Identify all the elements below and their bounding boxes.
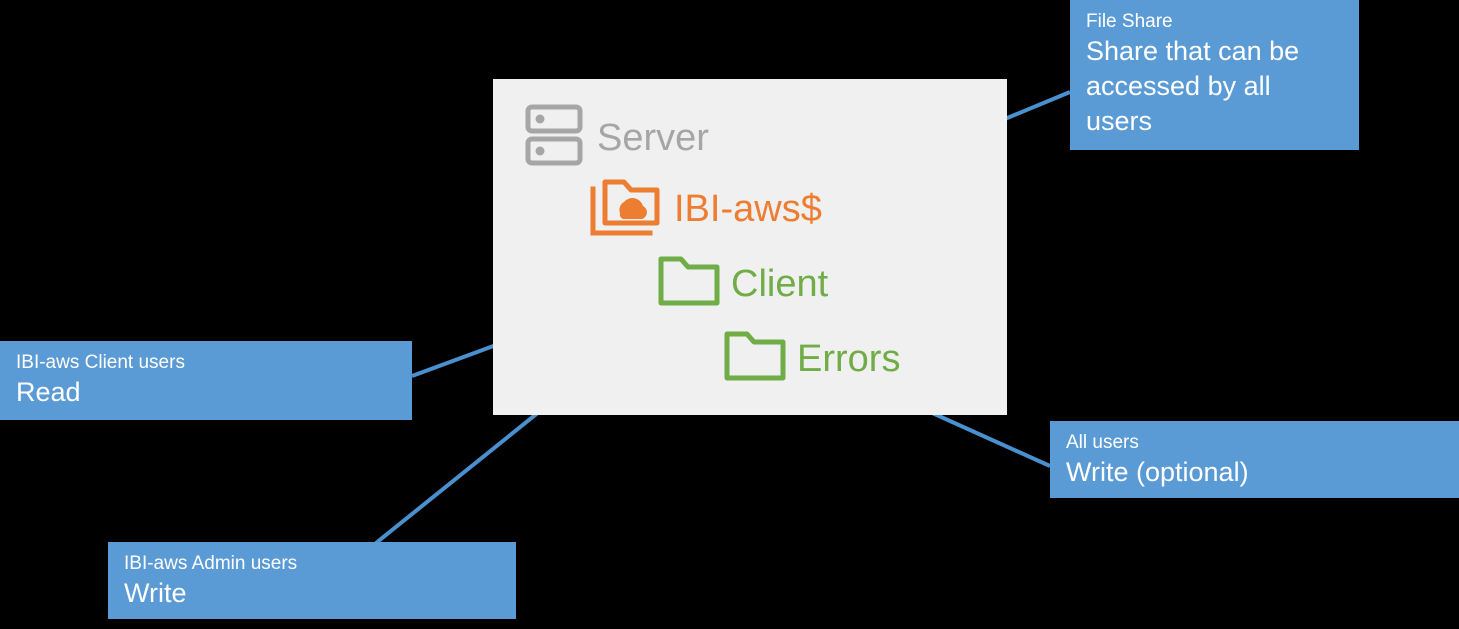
folder-icon — [657, 255, 721, 312]
callout-title: IBI-aws Client users — [16, 352, 185, 373]
cloud-folder-icon — [590, 175, 664, 242]
callout-title: File Share — [1086, 11, 1173, 32]
callout-admin-write: IBI-aws Admin users Write — [108, 542, 516, 619]
folder-row-errors[interactable]: Errors — [723, 330, 900, 387]
callout-body: Write (optional) — [1066, 457, 1249, 487]
server-row: Server — [525, 104, 709, 171]
folder-label-errors: Errors — [797, 337, 901, 380]
callout-client-read: IBI-aws Client users Read — [0, 341, 412, 420]
server-panel: Server IBI-aws$ Client — [493, 79, 1007, 415]
callout-file-share: File Share Share that can be accessed by… — [1070, 0, 1359, 150]
callout-title: IBI-aws Admin users — [124, 553, 298, 574]
server-label: Server — [597, 116, 709, 159]
file-share-row[interactable]: IBI-aws$ — [590, 175, 822, 242]
callout-body: Share that can be accessed by all users — [1086, 36, 1300, 136]
callout-title: All users — [1066, 432, 1139, 453]
callout-all-users-write: All users Write (optional) — [1050, 421, 1459, 498]
callout-body: Read — [16, 377, 81, 407]
folder-row-client[interactable]: Client — [657, 255, 828, 312]
callout-body: Write — [124, 578, 187, 608]
server-icon — [525, 104, 583, 171]
folder-label-client: Client — [731, 262, 829, 305]
file-share-label: IBI-aws$ — [674, 187, 822, 230]
folder-icon — [723, 330, 787, 387]
